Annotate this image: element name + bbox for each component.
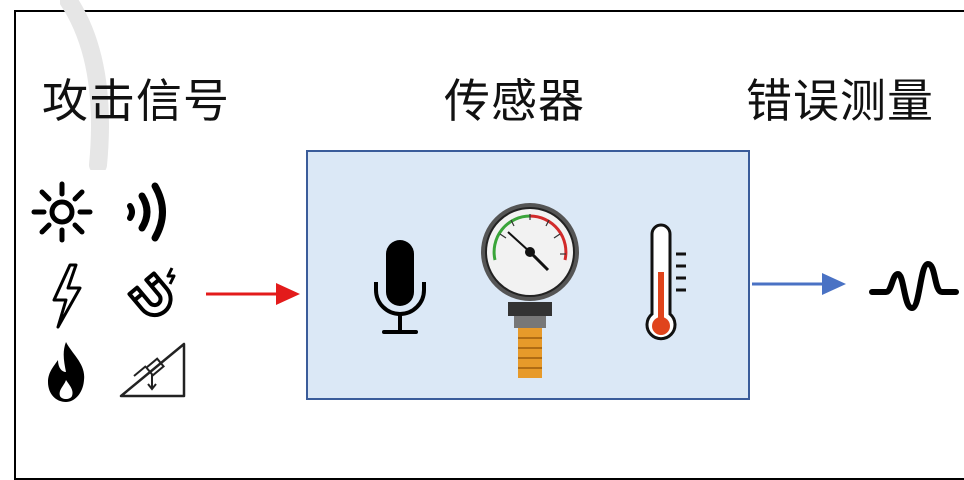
lightning-icon: [52, 263, 82, 329]
slope-icon: [119, 342, 186, 398]
sound-waves-icon: [127, 182, 166, 242]
waveform-icon: [869, 261, 959, 311]
attack-arrow: [206, 283, 300, 305]
pressure-gauge-icon: [481, 203, 579, 378]
sensors-heading: 传感器: [444, 74, 585, 128]
fire-icon: [48, 342, 85, 402]
attack-signals-heading: 攻击信号: [42, 74, 230, 128]
magnet-icon: [127, 267, 176, 318]
output-arrow: [752, 273, 846, 295]
microphone-icon: [374, 240, 426, 334]
decorative-swoosh: [60, 0, 109, 170]
wrong-measurement-heading: 错误测量: [746, 74, 934, 128]
sun-icon: [31, 181, 93, 243]
thermometer-icon: [645, 223, 686, 341]
